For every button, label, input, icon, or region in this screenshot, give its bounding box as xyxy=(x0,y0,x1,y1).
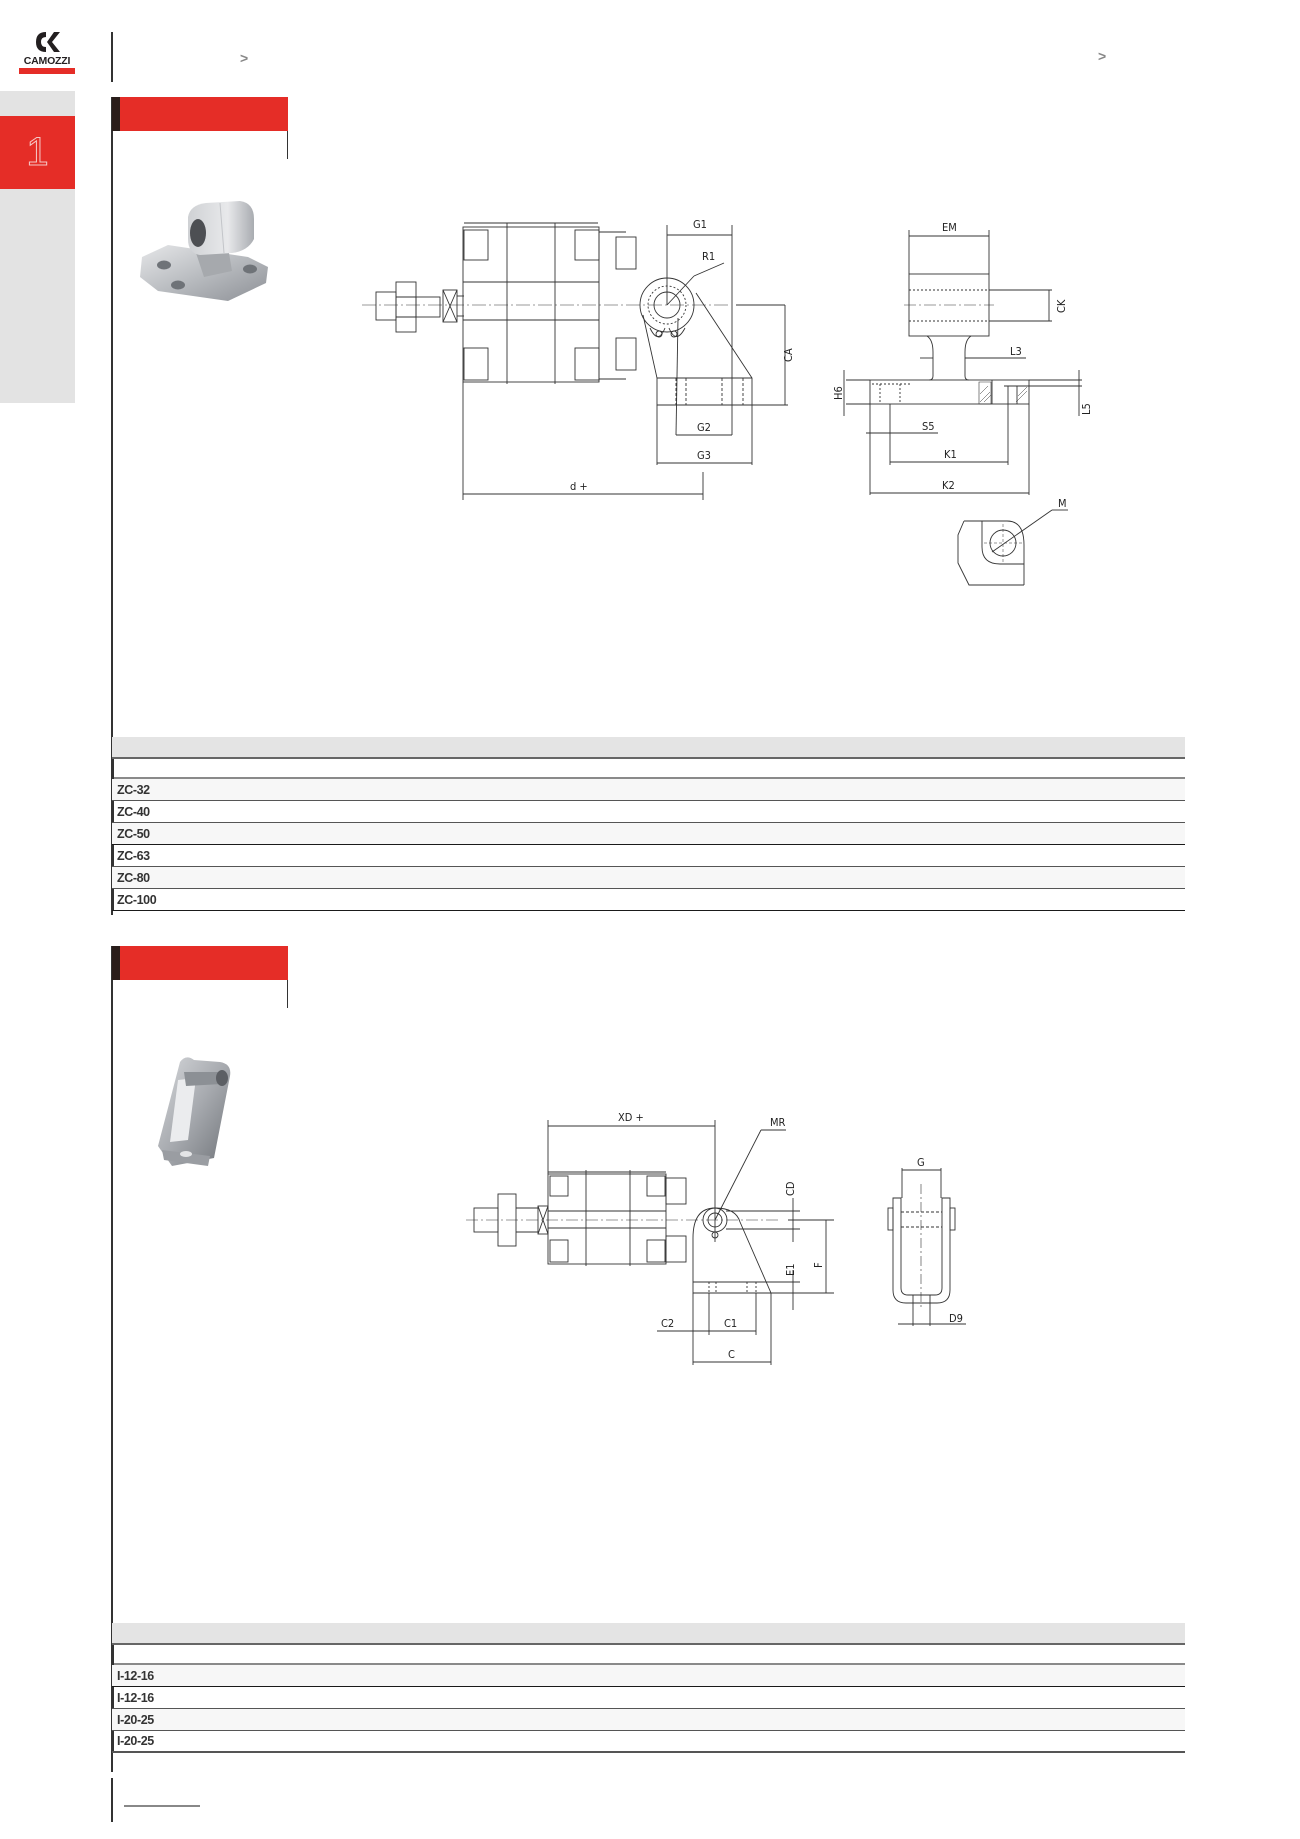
table-row: ZC-80 xyxy=(112,867,1185,889)
section-2-dimensions-table: I-12-16 I-12-16 I-20-25 I-20-25 xyxy=(112,1623,1185,1753)
model-code: I-20-25 xyxy=(117,1712,154,1727)
table-header xyxy=(112,1623,1185,1645)
model-code: I-20-25 xyxy=(117,1734,154,1748)
section-1-header-accent xyxy=(112,97,120,131)
table-row: ZC-50 xyxy=(112,823,1185,845)
breadcrumb-arrow-left[interactable]: > xyxy=(240,50,249,66)
dim-label-l3: L3 xyxy=(1010,345,1022,358)
dim-label-l5: L5 xyxy=(1080,403,1093,415)
table-row: I-20-25 xyxy=(112,1709,1185,1731)
dim-label-s5: S5 xyxy=(922,420,935,433)
model-code: ZC-32 xyxy=(117,782,150,797)
model-code: I-12-16 xyxy=(117,1668,154,1683)
model-code: ZC-100 xyxy=(117,892,157,907)
dim-label-c2: C2 xyxy=(661,1317,674,1330)
dim-label-g: G xyxy=(917,1156,925,1169)
dim-label-mr: MR xyxy=(770,1116,786,1129)
model-code: ZC-50 xyxy=(117,826,150,841)
model-code: I-12-16 xyxy=(117,1690,154,1705)
dim-label-c1: C1 xyxy=(724,1317,737,1330)
dim-label-h6: H6 xyxy=(832,386,845,400)
section-1-header xyxy=(112,97,288,131)
content-left-rule xyxy=(111,97,113,915)
dim-label-g2: G2 xyxy=(697,421,711,434)
dim-label-g1: G1 xyxy=(693,218,707,231)
table-row: I-20-25 xyxy=(112,1731,1185,1753)
dim-label-cd: CD xyxy=(784,1181,797,1196)
rear-hinge-clevis-bracket-image xyxy=(140,201,268,301)
table-header xyxy=(112,737,1185,759)
dim-label-k2: K2 xyxy=(942,479,955,492)
dim-label-m: M xyxy=(1058,497,1067,510)
dim-label-d: d + xyxy=(570,480,588,493)
breadcrumb-arrow-right[interactable]: > xyxy=(1098,48,1107,64)
table-subheader xyxy=(112,1645,1185,1665)
dim-label-em: EM xyxy=(942,221,957,234)
section-1-dimensions-table: ZC-32 ZC-40 ZC-50 ZC-63 ZC-80 ZC-100 xyxy=(112,737,1185,911)
brand-name: CAMOZZI xyxy=(23,55,71,67)
table-subheader xyxy=(112,759,1185,779)
section-2-side-view-drawing: XD + MR CD F E1 C2 C1 C xyxy=(466,1111,834,1365)
foot-bracket-image xyxy=(158,1057,231,1166)
dim-label-g3: G3 xyxy=(697,449,711,462)
model-code: ZC-40 xyxy=(117,804,150,819)
camozzi-logo: CAMOZZI xyxy=(18,30,76,74)
section-1-side-view-drawing: G1 R1 CA G2 G3 d + xyxy=(362,218,795,500)
section-2-header-accent xyxy=(112,946,120,980)
camozzi-logo-mark-icon xyxy=(36,32,60,52)
section-2-front-view-drawing: G D9 xyxy=(887,1156,966,1326)
dim-label-ck: CK xyxy=(1055,299,1068,313)
dim-label-d9: D9 xyxy=(949,1312,963,1325)
dim-label-ca: CA xyxy=(782,348,795,362)
model-code: ZC-80 xyxy=(117,870,150,885)
table-row: ZC-32 xyxy=(112,779,1185,801)
brand-underline xyxy=(19,68,75,74)
section-1-front-view-drawing: EM CK L3 H6 L5 S5 K1 K2 xyxy=(832,221,1093,495)
model-code: ZC-63 xyxy=(117,848,150,863)
header-divider xyxy=(111,32,113,82)
section-2-header xyxy=(112,946,288,980)
dim-label-xd: XD + xyxy=(618,1111,644,1124)
chapter-number: 1 xyxy=(26,130,49,175)
dim-label-c: C xyxy=(728,1348,735,1361)
section-1-detail-m-drawing: M xyxy=(957,497,1068,586)
content-left-rule-2 xyxy=(111,946,113,1772)
table-row: ZC-40 xyxy=(112,801,1185,823)
footer-rule xyxy=(124,1805,200,1807)
footer-left-rule xyxy=(111,1778,113,1822)
table-row: ZC-63 xyxy=(112,845,1185,867)
dim-label-k1: K1 xyxy=(944,448,957,461)
dim-label-e1: E1 xyxy=(784,1263,797,1276)
table-row: I-12-16 xyxy=(112,1665,1185,1687)
chapter-tab[interactable]: 1 xyxy=(0,116,75,189)
table-row: ZC-100 xyxy=(112,889,1185,911)
dim-label-f: F xyxy=(812,1262,825,1268)
dim-label-r1: R1 xyxy=(702,250,715,263)
table-row: I-12-16 xyxy=(112,1687,1185,1709)
